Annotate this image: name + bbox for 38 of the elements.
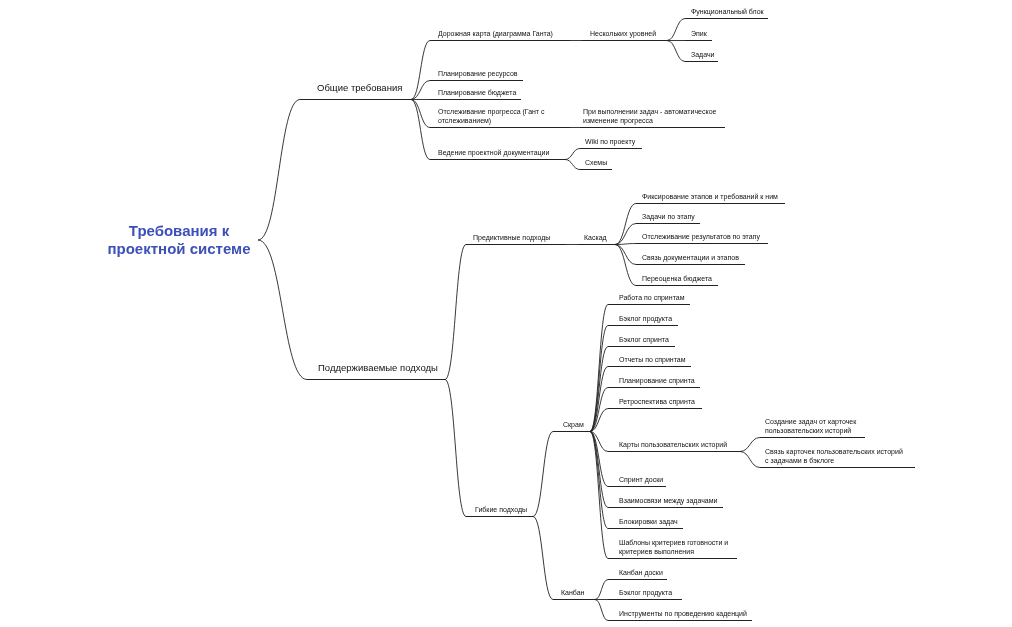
connector-line <box>614 223 637 245</box>
connector-line <box>444 379 467 517</box>
connector-line <box>410 40 431 100</box>
central-topic: Требования к проектной системе <box>100 222 258 258</box>
connector-line <box>594 579 609 600</box>
connector-line <box>257 99 301 241</box>
topic-label: Общие требования <box>300 82 411 100</box>
connector-line <box>565 244 579 245</box>
connector-line <box>589 346 609 432</box>
connector-line <box>666 40 686 62</box>
connector-line <box>589 408 609 432</box>
connector-line <box>444 244 467 380</box>
connector-line <box>589 325 609 432</box>
connector-line <box>614 244 637 286</box>
connector-line <box>589 387 609 432</box>
connector-line <box>739 437 761 452</box>
connector-line <box>594 599 609 600</box>
connector-line <box>589 431 609 487</box>
topic-label: Поддерживаемые подходы <box>307 362 445 380</box>
connector-line <box>410 99 431 160</box>
connector-line <box>594 599 609 621</box>
connector-line <box>257 239 308 380</box>
connector-line <box>532 431 554 517</box>
connector-line <box>739 451 761 468</box>
connector-line <box>569 40 583 41</box>
connector-line <box>589 366 609 432</box>
connector-line <box>589 431 609 529</box>
connector-line <box>564 159 581 170</box>
connector-line <box>589 431 609 452</box>
connector-line <box>614 244 637 265</box>
connector-line <box>410 99 431 100</box>
connector-line <box>564 148 581 160</box>
connector-line <box>589 431 609 559</box>
connector-line <box>532 516 554 600</box>
connector-line <box>410 80 431 100</box>
connector-line <box>589 304 609 432</box>
connector-line <box>569 127 581 128</box>
connector-line <box>666 18 686 41</box>
